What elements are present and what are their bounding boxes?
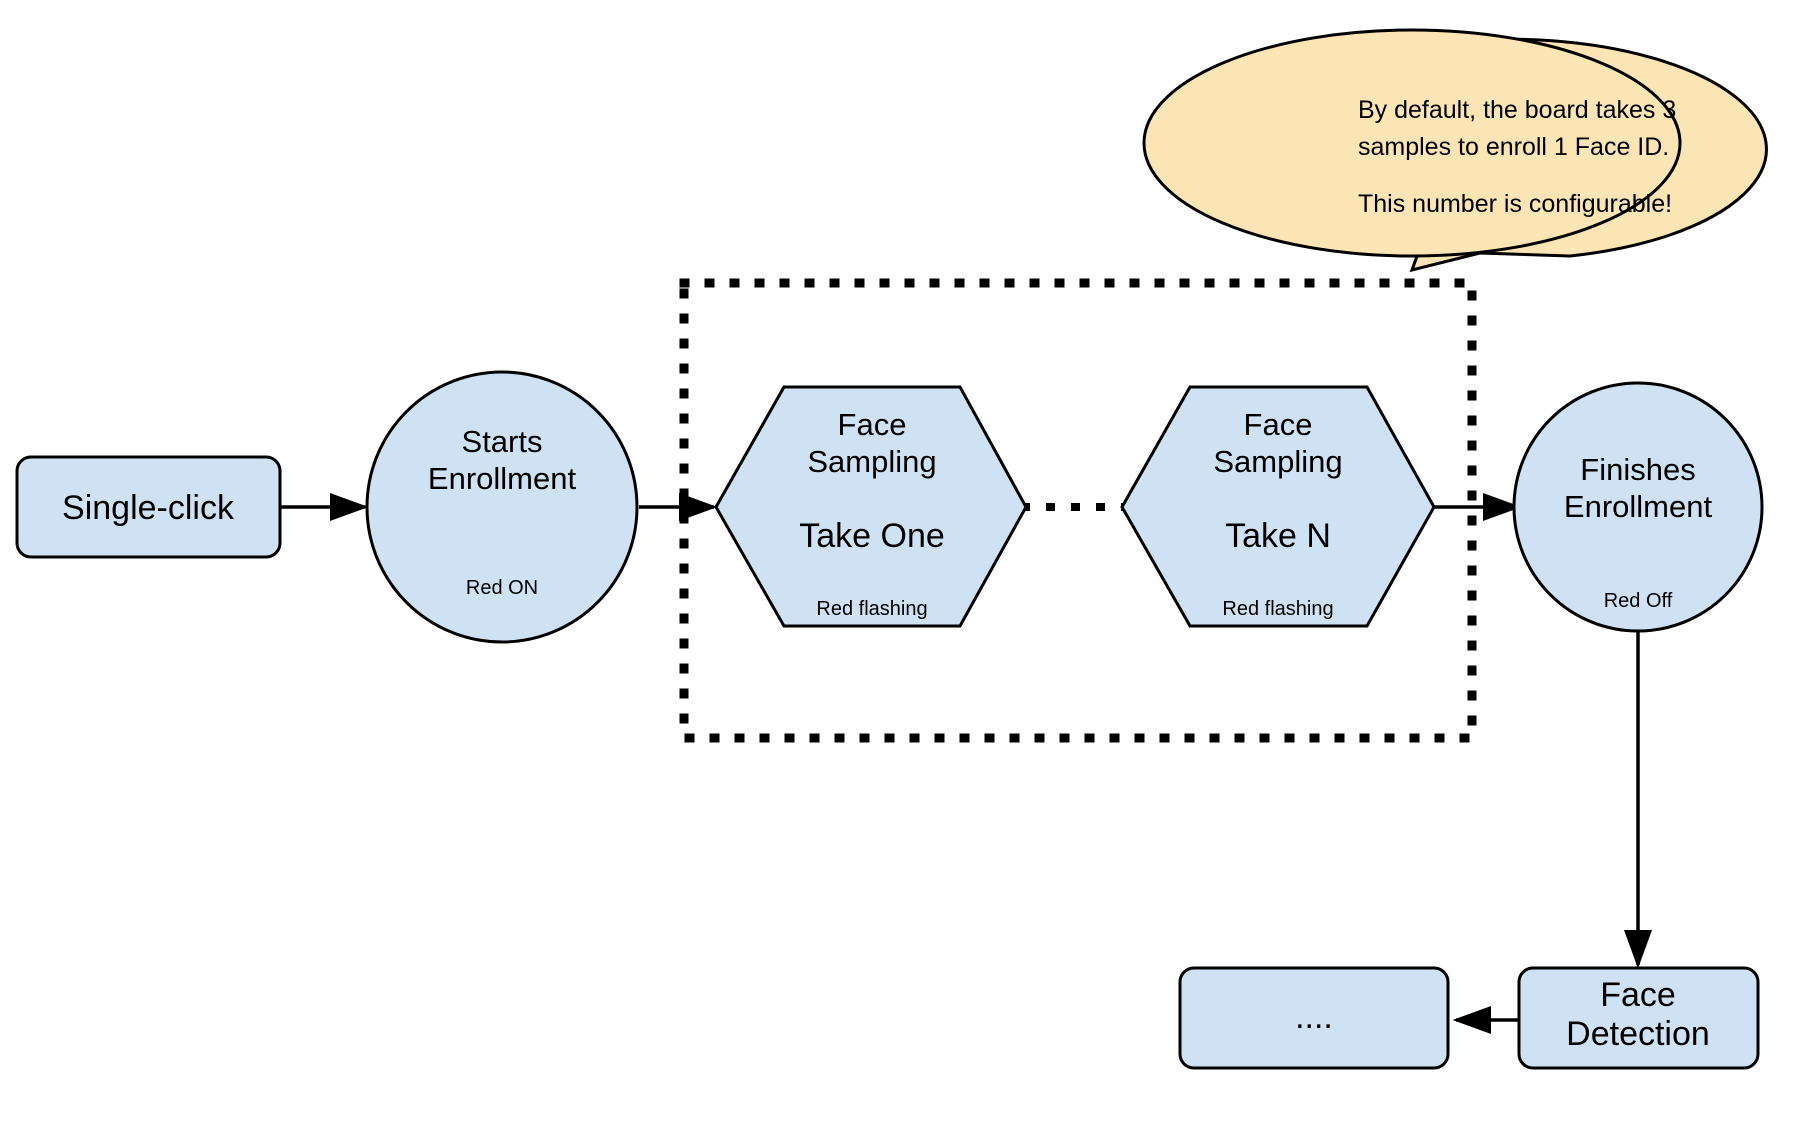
single-click-shape[interactable] <box>15 455 282 559</box>
face-sampling-n-shape[interactable] <box>1120 385 1436 628</box>
node-ellipsis-box[interactable]: .... <box>1178 966 1450 1070</box>
starts-enrollment-shape[interactable] <box>365 370 639 644</box>
face-sampling-n-take: Take N <box>1225 517 1331 555</box>
callout-note: By default, the board takes 3 samples to… <box>1142 28 1768 273</box>
node-face-sampling-n[interactable]: Face Sampling Take N Red flashing <box>1120 385 1436 628</box>
node-finishes-enrollment[interactable]: Finishes Enrollment Red Off <box>1512 381 1764 633</box>
callout-line3: This number is configurable! <box>1358 190 1672 218</box>
ellipsis-box-shape[interactable] <box>1178 966 1450 1070</box>
finishes-enrollment-shape[interactable] <box>1512 381 1764 633</box>
face-sampling-one-label-line1: Face <box>838 407 907 442</box>
callout-line1: By default, the board takes 3 <box>1358 96 1676 124</box>
starts-enrollment-label-line1: Starts <box>462 424 543 459</box>
finishes-enrollment-label-line2: Enrollment <box>1564 489 1713 524</box>
finishes-enrollment-label-line1: Finishes <box>1580 452 1695 487</box>
face-detection-label-line1: Face <box>1600 976 1676 1014</box>
face-sampling-n-label-line1: Face <box>1244 407 1313 442</box>
node-face-detection[interactable]: Face Detection <box>1517 966 1760 1070</box>
face-sampling-one-label-line2: Sampling <box>807 444 936 479</box>
node-single-click[interactable]: Single-click <box>15 455 282 559</box>
single-click-label: Single-click <box>62 489 235 527</box>
ellipsis-box-label: .... <box>1295 998 1333 1036</box>
face-sampling-one-shape[interactable] <box>714 385 1028 628</box>
node-face-sampling-one[interactable]: Face Sampling Take One Red flashing <box>714 385 1028 628</box>
face-detection-label-line2: Detection <box>1566 1015 1710 1053</box>
face-sampling-one-status: Red flashing <box>816 598 927 620</box>
face-sampling-one-take: Take One <box>799 517 945 555</box>
face-sampling-n-label-line2: Sampling <box>1213 444 1342 479</box>
face-detection-shape[interactable] <box>1517 966 1760 1070</box>
node-starts-enrollment[interactable]: Starts Enrollment Red ON <box>365 370 639 644</box>
starts-enrollment-label-line2: Enrollment <box>428 461 577 496</box>
callout-line2: samples to enroll 1 Face ID. <box>1358 133 1669 161</box>
starts-enrollment-status: Red ON <box>466 577 538 599</box>
callout-bubble <box>1142 28 1682 258</box>
finishes-enrollment-status: Red Off <box>1604 590 1673 612</box>
face-sampling-n-status: Red flashing <box>1222 598 1333 620</box>
